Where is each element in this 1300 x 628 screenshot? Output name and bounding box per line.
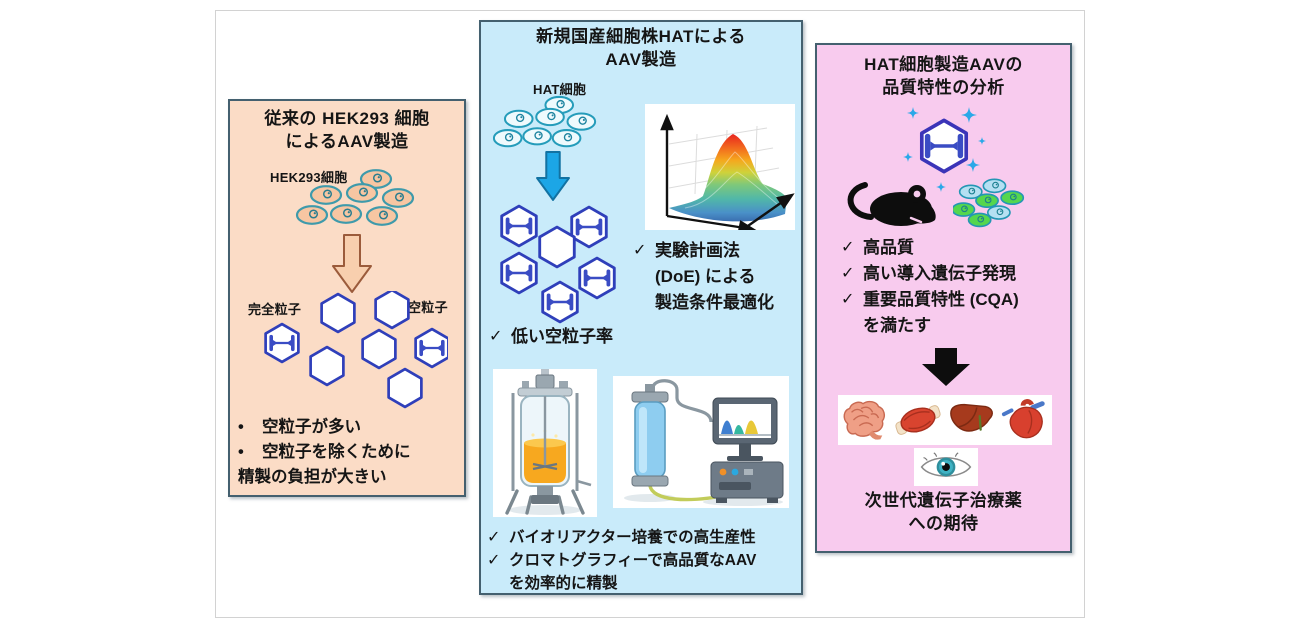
full-particle-label: 完全粒子 [248, 302, 302, 317]
panel-quality-analysis: HAT細胞製造AAVの 品質特性の分析 [815, 43, 1072, 553]
left-panel-bullets: • 空粒子が多い • 空粒子を除くために 精製の負担が大きい [238, 415, 460, 490]
eye-icon [920, 452, 972, 477]
hek293-cells-label: HEK293細胞 [270, 170, 348, 185]
liver-icon [949, 403, 993, 432]
particle-cluster-mostly-empty [264, 291, 448, 409]
panel-conventional-hek293: 従来の HEK293 細胞 によるAAV製造 HEK293細胞 完全粒子 空粒子 [228, 99, 466, 497]
check-icon: ✓ [487, 552, 501, 569]
right-panel-checks: ✓高品質 ✓高い導入遺伝子発現 ✓重要品質特性 (CQA) を満たす [841, 235, 1063, 339]
bullet-icon: • [238, 443, 244, 461]
outcome-text: 次世代遺伝子治療薬 への期待 [864, 491, 1023, 533]
bullet-text: 空粒子を除くために [262, 443, 411, 461]
bioreactor-card [493, 369, 597, 517]
check-icon: ✓ [489, 328, 503, 345]
check-icon: ✓ [633, 242, 647, 259]
chromatography-icon [624, 379, 784, 506]
muscle-icon [895, 405, 941, 435]
down-arrow-icon [536, 150, 570, 201]
bullet-text: 空粒子が多い [262, 418, 361, 436]
middle-panel-bottom-notes: ✓バイオリアクター培養での高生産性 ✓クロマトグラフィーで高品質なAAV を効率… [487, 526, 797, 595]
down-arrow-icon [922, 348, 970, 386]
chromatography-card [613, 376, 789, 508]
check-icon: ✓ [841, 291, 855, 308]
low-empty-rate-note: ✓ 低い空粒子率 [489, 324, 689, 350]
bullet-continuation-text: 精製の負担が大きい [238, 468, 387, 486]
check-icon: ✓ [841, 239, 855, 256]
doe-surface-plot [660, 113, 795, 234]
transduced-cells-icon [953, 178, 1025, 228]
target-organs-strip [838, 395, 1052, 445]
middle-panel-title: 新規国産細胞株HATによる AAV製造 [536, 27, 746, 69]
check-icon: ✓ [841, 265, 855, 282]
mouse-icon [847, 182, 936, 226]
brain-icon [843, 400, 885, 440]
right-panel-title: HAT細胞製造AAVの 品質特性の分析 [864, 55, 1023, 97]
hat-cells-icon [493, 95, 597, 148]
eye-card [914, 448, 978, 486]
doe-note: ✓実験計画法 (DoE) による 製造条件最適化 [633, 238, 798, 316]
hek293-cells-icon [295, 169, 415, 226]
check-icon: ✓ [487, 529, 501, 546]
bioreactor-icon [505, 369, 592, 515]
particle-cluster-mostly-full [500, 204, 616, 324]
left-panel-title: 従来の HEK293 細胞 によるAAV製造 [264, 109, 430, 151]
bullet-icon: • [238, 418, 244, 436]
empty-particle-label: 空粒子 [408, 300, 448, 315]
hat-cells-label: HAT細胞 [533, 82, 587, 97]
down-arrow-icon [332, 234, 372, 293]
panel-hat-aav-production: 新規国産細胞株HATによる AAV製造 HAT細胞 [479, 20, 803, 595]
doe-surface-plot-card [645, 104, 795, 234]
heart-icon [1002, 399, 1045, 439]
